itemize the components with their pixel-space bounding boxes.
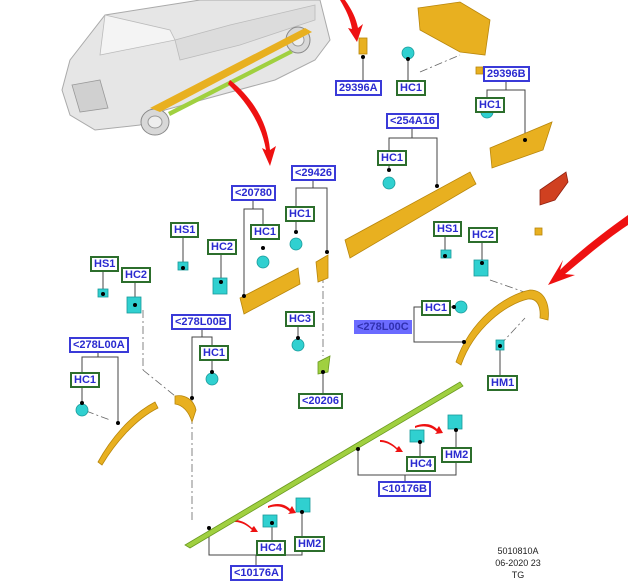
- label-29396A[interactable]: 29396A: [335, 80, 382, 96]
- label-hm2-b[interactable]: HM2: [441, 447, 473, 463]
- clip-hc3: [291, 338, 305, 352]
- label-hc4-b[interactable]: HC4: [406, 456, 437, 472]
- drawing-code: TG: [511, 570, 525, 580]
- van-illustration: [61, 0, 331, 136]
- part-29426: [315, 254, 329, 283]
- label-278L00C[interactable]: <278L00C: [354, 320, 412, 334]
- clip-hm2-a: [295, 497, 311, 513]
- label-254A16[interactable]: <254A16: [386, 113, 439, 129]
- clip-hc1-g: [75, 403, 89, 417]
- part-10176: [184, 381, 464, 549]
- clip-hm2-b: [447, 414, 463, 430]
- green-rocker-parts: [184, 355, 464, 549]
- label-hs1-a[interactable]: HS1: [170, 222, 200, 238]
- label-278L00B[interactable]: <278L00B: [171, 314, 231, 330]
- clip-hs1-c: [440, 249, 452, 259]
- label-278L00A[interactable]: <278L00A: [69, 337, 129, 353]
- label-hm2-a[interactable]: HM2: [294, 536, 326, 552]
- label-hm1[interactable]: HM1: [487, 375, 519, 391]
- clip-hc2-c: [473, 259, 489, 277]
- label-10176B[interactable]: <10176B: [378, 481, 431, 497]
- label-hc1-c[interactable]: HC1: [377, 150, 408, 166]
- label-29396B[interactable]: 29396B: [483, 66, 530, 82]
- label-hc1-f[interactable]: HC1: [199, 345, 230, 361]
- part-20780: [239, 267, 301, 315]
- label-hc1-d[interactable]: HC1: [285, 206, 316, 222]
- red-bracket-part: [539, 171, 569, 206]
- label-hs1-b[interactable]: HS1: [90, 256, 120, 272]
- part-278L00A: [97, 401, 159, 466]
- clip-hc4-a: [262, 514, 278, 528]
- label-hc2-b[interactable]: HC2: [121, 267, 152, 283]
- part-20206: [317, 355, 331, 375]
- part-254A16: [344, 171, 477, 259]
- label-hc1-b[interactable]: HC1: [475, 97, 506, 113]
- label-hc2-c[interactable]: HC2: [468, 227, 499, 243]
- red-arrows: [228, 0, 628, 532]
- clip-hc2-a: [212, 277, 228, 295]
- leader-dots: [80, 55, 527, 530]
- part-29396A: [358, 37, 368, 55]
- clip-hc1-d: [289, 237, 303, 251]
- part-278L00B: [174, 395, 197, 424]
- label-hc1-top[interactable]: HC1: [396, 80, 427, 96]
- label-20780[interactable]: <20780: [231, 185, 277, 201]
- drawing-date: 06-2020 23: [495, 558, 541, 568]
- yellow-parts: [97, 1, 553, 466]
- label-10176A[interactable]: <10176A: [230, 565, 283, 581]
- clip-hc1-f: [205, 372, 219, 386]
- clip-hc1-c: [382, 176, 396, 190]
- clip-hc1-e: [256, 255, 270, 269]
- label-hc3[interactable]: HC3: [285, 311, 316, 327]
- label-hs1-c[interactable]: HS1: [433, 221, 463, 237]
- part-29396B-icon: [475, 66, 484, 75]
- part-small-square: [534, 227, 543, 236]
- rear-panel-part: [417, 1, 491, 56]
- clip-hc4-b: [409, 429, 425, 443]
- part-29396B: [489, 121, 553, 169]
- label-29426[interactable]: <29426: [291, 165, 337, 181]
- label-20206[interactable]: <20206: [298, 393, 344, 409]
- part-278L00C: [455, 289, 549, 366]
- label-hc4-a[interactable]: HC4: [256, 540, 287, 556]
- label-hc2-a[interactable]: HC2: [207, 239, 238, 255]
- label-hc1-h[interactable]: HC1: [421, 300, 452, 316]
- drawing-number: 5010810A: [497, 546, 539, 556]
- label-hc1-g[interactable]: HC1: [70, 372, 101, 388]
- label-hc1-e[interactable]: HC1: [250, 224, 281, 240]
- clip-hc1-h: [454, 300, 468, 314]
